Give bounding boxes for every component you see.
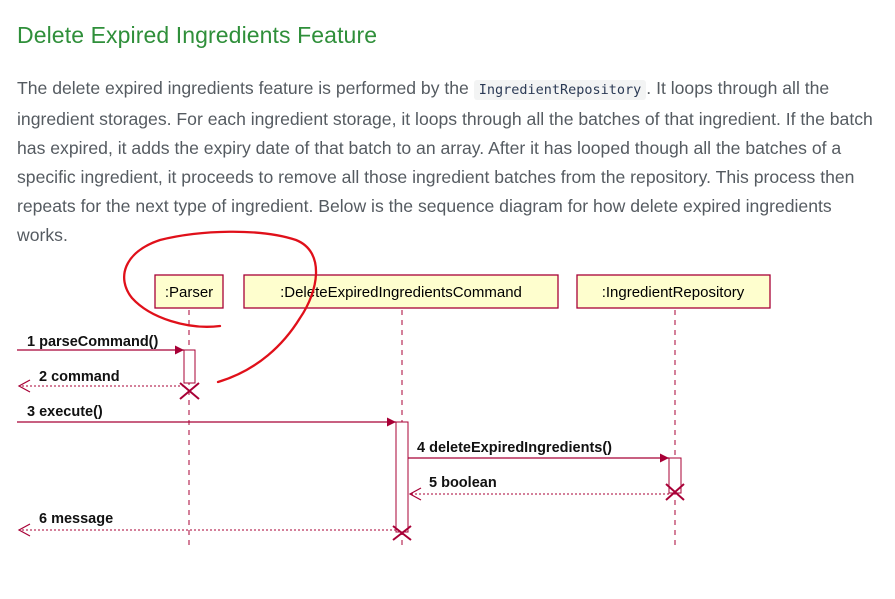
message-delete-expired-ingredients: 4 deleteExpiredIngredients() xyxy=(408,440,669,463)
message-command-return-label: 2 command xyxy=(39,369,120,385)
message-message-return: 6 message xyxy=(17,511,396,537)
message-boolean-return-label: 5 boolean xyxy=(429,475,497,491)
message-parse-command: 1 parseCommand() xyxy=(17,334,184,355)
section-heading: Delete Expired Ingredients Feature xyxy=(17,22,378,48)
message-command-return: 2 command xyxy=(17,369,184,393)
message-parse-command-label: 1 parseCommand() xyxy=(27,334,159,350)
message-delete-expired-ingredients-label: 4 deleteExpiredIngredients() xyxy=(417,440,612,456)
message-execute-label: 3 execute() xyxy=(27,404,103,420)
description-paragraph: The delete expired ingredients feature i… xyxy=(17,74,882,250)
activation-delete-command xyxy=(395,421,409,533)
participant-ingredient-repository: :IngredientRepository xyxy=(576,274,771,309)
activation-parser xyxy=(183,349,196,384)
destroy-marker-parser xyxy=(179,382,200,400)
destroy-marker-ingredient-repository xyxy=(665,483,685,501)
paragraph-text-end: . It loops through all the ingredient st… xyxy=(17,78,873,245)
message-boolean-return: 5 boolean xyxy=(408,475,669,501)
participant-delete-command-label: :DeleteExpiredIngredientsCommand xyxy=(280,284,522,301)
participant-ingredient-repository-label: :IngredientRepository xyxy=(602,284,745,301)
inline-code-ingredient-repository: IngredientRepository xyxy=(473,80,647,100)
message-message-return-label: 6 message xyxy=(39,511,113,527)
message-execute: 3 execute() xyxy=(17,404,396,427)
handdrawn-annotation-circle xyxy=(123,230,318,384)
participant-parser: :Parser xyxy=(154,274,224,309)
destroy-marker-delete-command xyxy=(392,525,412,541)
paragraph-text-start: The delete expired ingredients feature i… xyxy=(17,78,474,98)
participant-parser-label: :Parser xyxy=(165,284,213,301)
participant-delete-command: :DeleteExpiredIngredientsCommand xyxy=(243,274,559,309)
